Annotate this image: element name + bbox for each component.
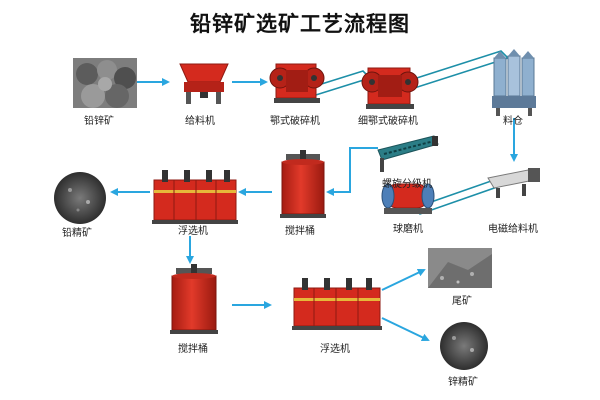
ball-mill-image [381, 183, 435, 214]
feeder-image [179, 63, 229, 104]
label-ore: 铅锌矿 [84, 116, 114, 127]
label-ball-mill: 球磨机 [393, 224, 423, 235]
agitator-2-image [170, 264, 218, 334]
silo-image [492, 49, 536, 116]
spiral-classifier-image [377, 135, 439, 172]
flow-arrows [110, 78, 518, 342]
label-lead-concentrate: 铅精矿 [62, 228, 92, 239]
jaw-crusher-image [269, 63, 325, 103]
em-feeder-image [487, 168, 540, 198]
flotation-1-image [152, 170, 238, 224]
label-zinc-concentrate: 锌精矿 [448, 377, 478, 388]
zinc-concentrate-image [440, 322, 488, 370]
agitator-1-image [280, 150, 326, 218]
label-agitator-1: 搅拌桶 [285, 226, 315, 237]
label-fine-jaw-crusher: 细鄂式破碎机 [358, 116, 418, 127]
label-agitator-2: 搅拌桶 [178, 344, 208, 355]
label-tailings: 尾矿 [452, 296, 472, 307]
label-jaw-crusher: 鄂式破碎机 [270, 116, 320, 127]
label-silo: 料仓 [503, 116, 523, 127]
lead-concentrate-image [54, 172, 106, 224]
arrow-flotation2-to-zinc [381, 317, 430, 342]
label-flotation-1: 浮选机 [178, 226, 208, 237]
flotation-2-image [292, 278, 382, 330]
arrow-classifier-to-agitator [326, 147, 378, 196]
tailings-image [428, 248, 492, 288]
diagram-title: 铅锌矿选矿工艺流程图 [190, 11, 410, 36]
ore-image [73, 58, 137, 108]
label-spiral-classifier: 螺旋分级机 [382, 179, 432, 190]
arrow-flotation2-to-tailings [381, 268, 426, 291]
label-em-feeder: 电磁给料机 [488, 224, 538, 235]
fine-jaw-crusher-image [361, 67, 419, 109]
label-feeder: 给料机 [185, 116, 215, 127]
label-flotation-2: 浮选机 [320, 344, 350, 355]
